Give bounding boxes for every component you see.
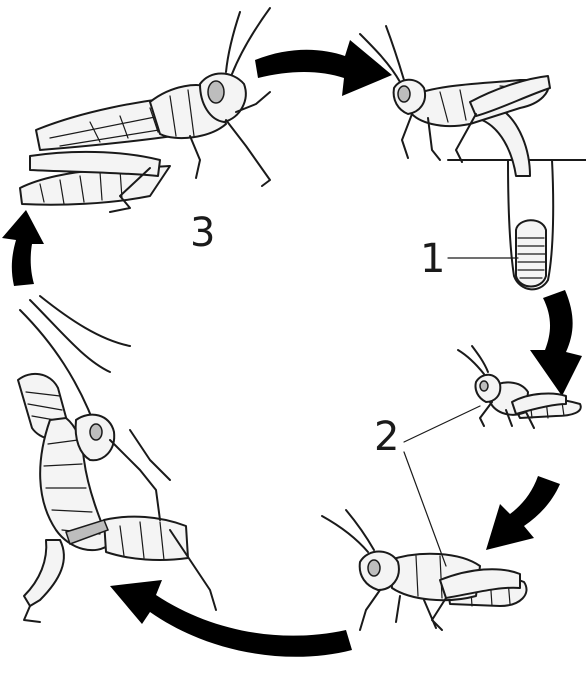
nymph-pointer-line-upper — [404, 406, 480, 442]
eggs-label-group: 1 — [420, 236, 518, 282]
egg-laying-grasshopper-illustration — [360, 26, 586, 289]
egg-pod — [516, 220, 546, 286]
arrow-right-lower — [486, 476, 560, 550]
nymph-pointer-line-lower — [404, 452, 446, 566]
nymphs-label-group: 2 — [374, 406, 480, 566]
arrow-top — [255, 40, 392, 96]
molting-grasshopper-illustration — [18, 296, 216, 622]
label-nymphs: 2 — [374, 414, 399, 460]
arrow-left — [2, 210, 44, 286]
label-adult: 3 — [190, 210, 215, 256]
label-eggs: 1 — [420, 236, 445, 282]
arrow-right — [530, 290, 582, 396]
arrow-bottom — [110, 580, 352, 657]
adult-grasshopper-illustration — [20, 8, 270, 212]
